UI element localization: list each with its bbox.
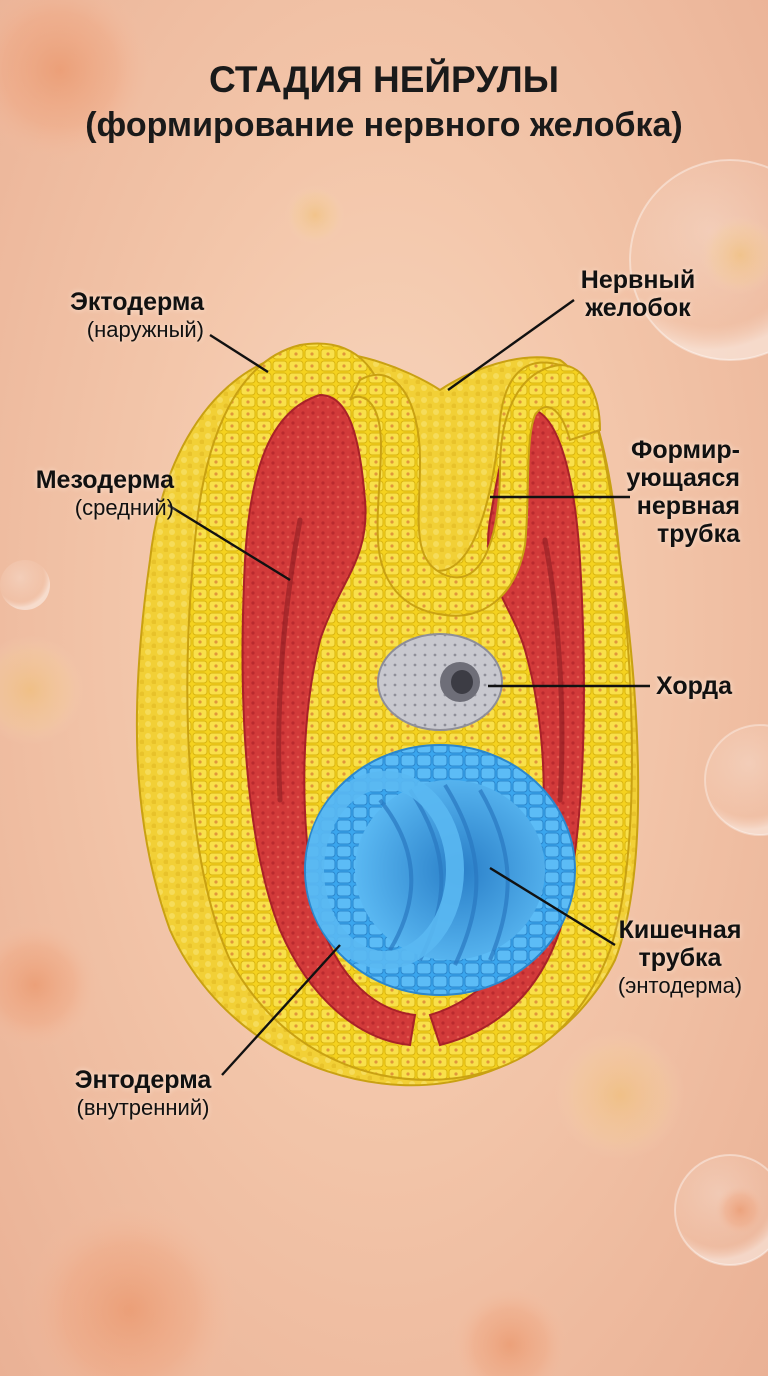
label-notochord: Хорда	[656, 672, 756, 700]
mesoderm-layer	[241, 393, 417, 1047]
gut-tube-note: (энтодерма)	[617, 973, 743, 998]
bg-cell	[20, 1200, 240, 1376]
gut-tube	[304, 744, 576, 996]
neural-tube-line4: трубка	[657, 520, 740, 548]
bg-cell	[450, 1285, 570, 1376]
bg-cell	[715, 1185, 765, 1235]
leader-lines	[167, 299, 650, 1076]
bg-cell	[0, 635, 85, 745]
neural-tube-line3: нервная	[636, 492, 740, 520]
label-endoderm: Энтодерма (внутренний)	[48, 1066, 238, 1121]
leader-gut-tube	[489, 866, 616, 947]
gut-tube-line1: Кишечная	[618, 916, 742, 944]
neural-groove-line2: желобок	[585, 294, 691, 322]
bg-cell	[555, 1030, 685, 1160]
leader-neural-groove	[447, 299, 575, 391]
title-line1: СТАДИЯ НЕЙРУЛЫ	[209, 59, 559, 100]
neural-tube-line2: ующаяся	[626, 464, 740, 492]
neural-tube-line1: Формир-	[630, 436, 740, 464]
leader-ectoderm	[209, 333, 269, 374]
title-line2: (формирование нервного желобка)	[85, 106, 683, 144]
leader-endoderm	[221, 944, 341, 1076]
ectoderm-name: Эктодерма	[70, 288, 204, 316]
endoderm-note: (внутренний)	[76, 1095, 210, 1120]
notochord	[377, 633, 503, 731]
leader-mesoderm	[167, 503, 291, 582]
bg-cell	[0, 920, 100, 1050]
mesoderm-note: (средний)	[74, 495, 174, 520]
page-title: СТАДИЯ НЕЙРУЛЫ (формирование нервного же…	[0, 58, 768, 148]
bg-cell	[704, 724, 768, 836]
mesoderm-name: Мезодерма	[35, 466, 174, 494]
bg-cell	[285, 185, 345, 245]
neural-groove-line1: Нервный	[580, 266, 696, 294]
mesoderm-fold	[542, 537, 565, 803]
endoderm-name: Энтодерма	[74, 1066, 212, 1094]
bg-cell	[0, 560, 50, 610]
label-mesoderm: Мезодерма (средний)	[4, 466, 174, 521]
label-neural-tube: Формир- ующаяся нервная трубка	[610, 436, 740, 548]
ectoderm-note: (наружный)	[86, 317, 204, 342]
label-gut-tube: Кишечная трубка (энтодерма)	[600, 916, 760, 999]
notochord-name: Хорда	[656, 672, 733, 700]
label-neural-groove: Нервный желобок	[560, 266, 716, 322]
gut-tube-line2: трубка	[638, 944, 722, 972]
bg-cell	[700, 215, 768, 295]
label-ectoderm: Эктодерма (наружный)	[28, 288, 204, 343]
bg-cell	[0, 0, 155, 165]
neural-groove-fold	[349, 363, 602, 617]
mesoderm-fold	[276, 517, 303, 803]
bg-cell	[629, 159, 768, 361]
